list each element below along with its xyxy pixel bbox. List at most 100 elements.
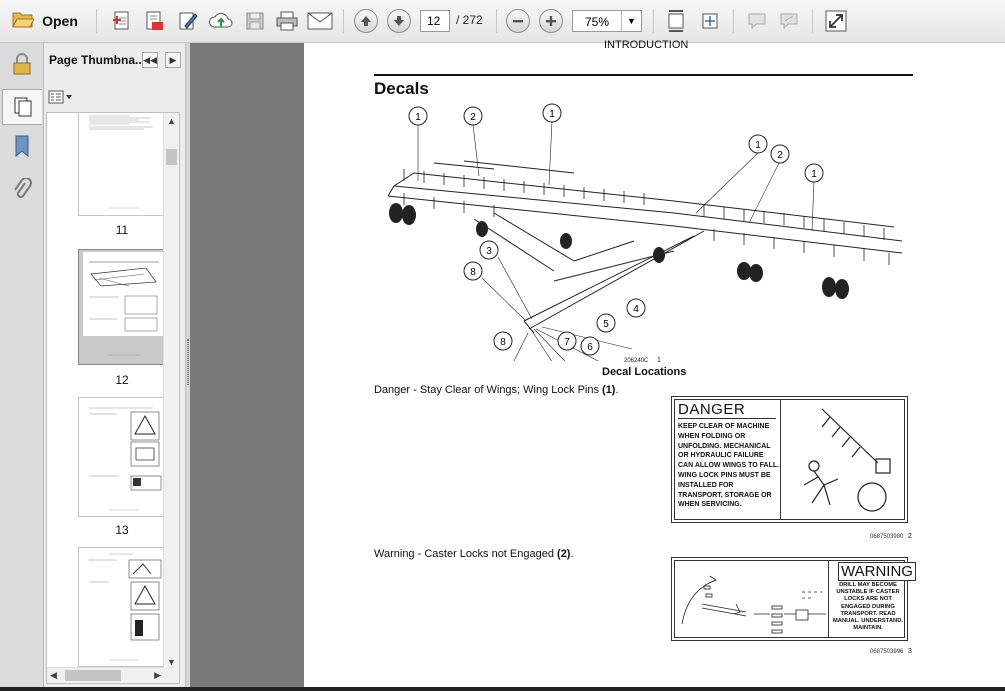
warning-body-text: DRILL MAY BECOME UNSTABLE IF CASTER LOCK… [832,582,904,632]
figure-code: 206240C [624,358,649,364]
next-page-button[interactable] [387,9,411,33]
callout-label: 7 [564,337,570,348]
danger-heading: DANGER [678,401,746,418]
fit-width-button[interactable] [697,7,723,35]
thumbnail-horizontal-scrollbar[interactable]: ◀ ▶ [47,667,164,683]
chevron-left-icon[interactable]: ◀ [50,670,57,680]
decal-item-1-text: Danger - Stay Clear of Wings; Wing Lock … [374,384,619,396]
attachments-tab[interactable] [7,175,37,205]
warning-decal: WARNING DRILL MAY BECOME UNSTABLE IF CAS… [671,557,916,641]
decal-item-2-text: Warning - Caster Locks not Engaged (2). [374,548,574,560]
chevron-up-icon[interactable]: ▲ [167,116,176,126]
comment-icon [748,13,766,30]
save-icon [246,12,264,30]
chevron-right-icon: ▶ [169,54,177,65]
callout-label: 1 [811,169,817,180]
fit-page-button[interactable] [663,7,689,35]
thumbnail-label: 13 [115,523,129,537]
open-button[interactable]: Open [6,7,84,35]
lock-icon [13,53,31,75]
panel-title: Page Thumbna... [49,53,146,67]
upload-button[interactable] [206,7,236,35]
thumbnail-label: 11 [115,223,129,237]
fullscreen-button[interactable] [822,7,850,35]
bookmark-icon [15,135,29,158]
decal-item-reference: (2) [557,548,571,560]
security-lock-button[interactable] [7,49,37,79]
chevron-down-icon[interactable]: ▼ [167,657,176,667]
callout-label: 4 [633,304,639,315]
pdf-page: INTRODUCTION Decals [304,39,1005,691]
danger-decal: DANGER KEEP CLEAR OF MACHINE WHEN FOLDIN… [671,396,908,523]
warning-decal-code: 0687503996 [870,649,904,655]
create-pdf-button[interactable] [108,7,136,35]
decal-item-description: Danger - Stay Clear of Wings; Wing Lock … [374,384,603,396]
chevron-down-icon: ▼ [621,11,641,31]
bookmarks-tab[interactable] [7,131,37,161]
sign-icon [780,13,798,30]
email-icon [307,12,333,30]
export-button[interactable] [140,7,168,35]
options-icon [48,90,72,104]
thumbnail-vertical-scrollbar[interactable]: ▲ ▼ [163,113,179,683]
zoom-value: 75% [585,15,610,29]
email-button[interactable] [305,7,335,35]
separator [96,9,97,33]
decal-item-period: . [615,384,619,396]
panel-splitter[interactable] [186,43,190,691]
scrollbar-thumb[interactable] [166,149,177,165]
thumbnail-page-11[interactable] [78,113,164,216]
separator [496,9,497,33]
callout-label: 1 [415,112,421,123]
zoom-in-button[interactable] [539,9,563,33]
decal-locations-figure: 1 2 1 1 2 1 3 8 4 5 6 7 8 [387,103,903,361]
thumbnail-page-12[interactable] [78,249,164,365]
chevron-right-icon[interactable]: ▶ [154,670,161,680]
sign-button[interactable] [776,7,802,35]
decal-item-reference: (1) [602,384,616,396]
collapse-panel-button[interactable]: ◀◀ [142,52,158,68]
folder-open-icon [12,10,35,33]
toolbar: Open 12 / 272 75% ▼ [0,0,1005,43]
separator [812,9,813,33]
print-button[interactable] [272,7,302,35]
thumbnail-page-13[interactable] [78,397,164,517]
callout-label: 6 [587,342,593,353]
callout-label: 2 [777,150,783,161]
zoom-out-button[interactable] [506,9,530,33]
separator [653,9,654,33]
zoom-select[interactable]: 75% ▼ [572,10,642,32]
comment-button[interactable] [744,7,770,35]
thumbnail-page-14[interactable] [78,547,164,667]
section-title: Decals [374,79,429,98]
create-pdf-icon [113,11,129,30]
decal-item-description: Warning - Caster Locks not Engaged [374,548,558,560]
separator [733,9,734,33]
navigation-rail [0,43,44,691]
previous-page-button[interactable] [354,9,378,33]
edit-button[interactable] [174,7,202,35]
fullscreen-icon [825,10,847,32]
next-page-icon [394,16,404,26]
page-thumbnails-panel: Page Thumbna... ◀◀ ▶ 11 [44,43,186,691]
export-icon [146,11,163,30]
page-total: / 272 [456,13,483,27]
figure-callouts: 1 2 1 1 2 1 3 8 4 5 6 7 8 [408,103,824,356]
page-thumbnail-image [89,407,162,511]
zoom-in-icon [546,16,556,26]
fit-page-icon [668,10,684,32]
panel-forward-button[interactable]: ▶ [165,52,181,68]
save-button[interactable] [241,7,269,35]
upload-icon [209,12,233,28]
options-menu-button[interactable] [48,88,74,106]
page-number-input[interactable]: 12 [420,10,450,32]
scrollbar-thumb[interactable] [65,670,121,681]
header-rule [374,74,913,76]
callout-label: 8 [500,337,506,348]
bottom-edge [0,687,1005,691]
thumbnail-label: 12 [115,373,129,387]
danger-decal-number: 2 [908,533,912,540]
page-thumbnails-tab[interactable] [2,89,42,125]
edit-icon [179,12,198,30]
page-thumbnail-image [83,252,163,356]
